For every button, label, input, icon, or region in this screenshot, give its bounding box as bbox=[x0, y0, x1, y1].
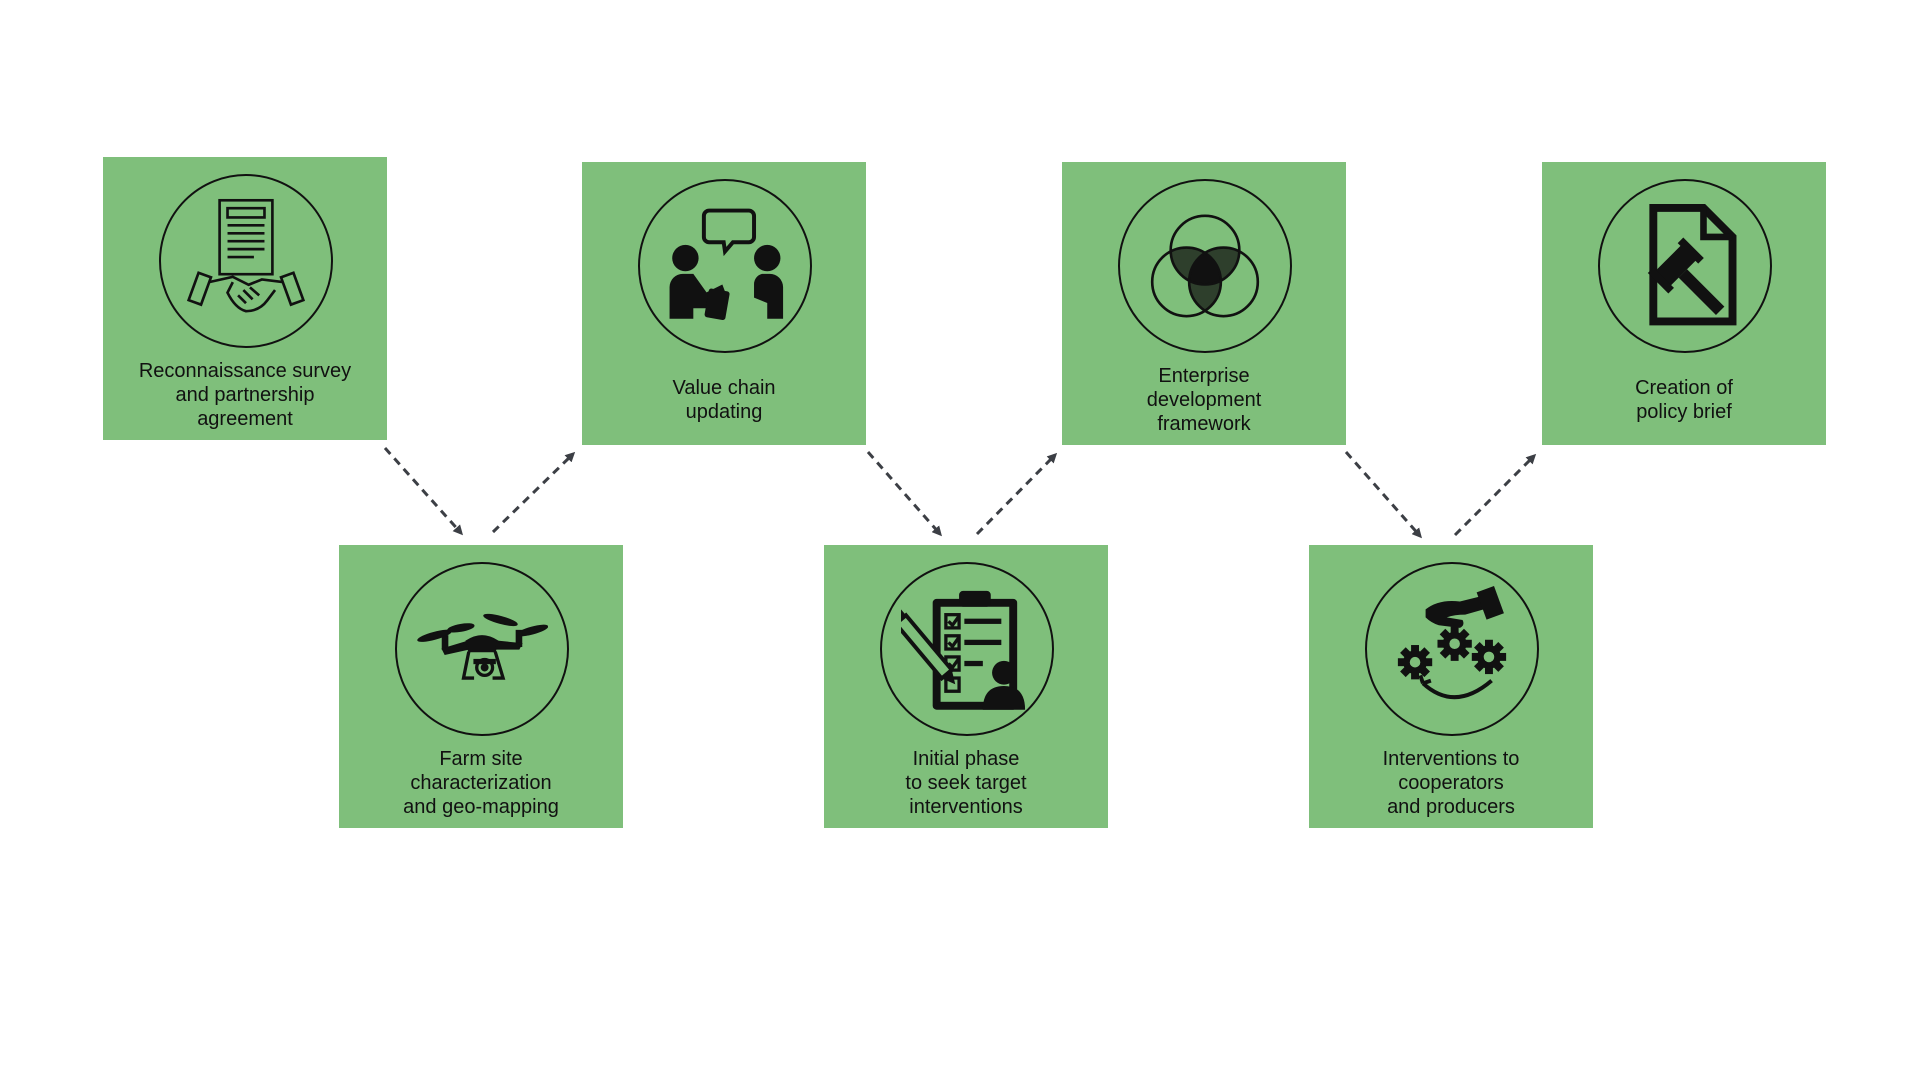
step-label: Value chain updating bbox=[672, 376, 776, 423]
people-dialogue-icon bbox=[669, 208, 784, 320]
icon-circle bbox=[159, 174, 333, 348]
step-label: Initial phase to seek target interventio… bbox=[905, 747, 1027, 818]
venn-diagram-icon bbox=[1150, 214, 1260, 318]
icon-circle bbox=[638, 179, 812, 353]
step-card-value-chain: Value chain updating bbox=[582, 162, 866, 445]
hand-gears-icon bbox=[1397, 585, 1507, 700]
arrow-step2-to-step3 bbox=[491, 451, 576, 534]
step-card-initial-phase: Initial phase to seek target interventio… bbox=[824, 545, 1108, 828]
step-label: Creation of policy brief bbox=[1635, 376, 1733, 423]
document-gavel-icon bbox=[1647, 203, 1737, 326]
step-card-enterprise-framework: Enterprise development framework bbox=[1062, 162, 1346, 445]
step-label: Enterprise development framework bbox=[1146, 364, 1262, 435]
step-card-policy-brief: Creation of policy brief bbox=[1542, 162, 1826, 445]
contract-handshake-icon bbox=[186, 198, 306, 313]
step-label: Interventions to cooperators and produce… bbox=[1382, 747, 1520, 818]
icon-circle bbox=[880, 562, 1054, 736]
step-label: Farm site characterization and geo-mappi… bbox=[403, 747, 559, 818]
step-card-interventions: Interventions to cooperators and produce… bbox=[1309, 545, 1593, 828]
arrow-step3-to-step4 bbox=[866, 451, 942, 537]
drone-icon bbox=[417, 613, 548, 680]
icon-circle bbox=[395, 562, 569, 736]
icon-circle bbox=[1365, 562, 1539, 736]
icon-circle bbox=[1598, 179, 1772, 353]
arrow-step5-to-step6 bbox=[1344, 451, 1422, 539]
step-card-reconnaissance: Reconnaissance survey and partnership ag… bbox=[103, 157, 387, 440]
arrow-step4-to-step5 bbox=[975, 452, 1058, 536]
step-label: Reconnaissance survey and partnership ag… bbox=[138, 359, 352, 430]
clipboard-checklist-icon bbox=[901, 590, 1026, 710]
arrow-step6-to-step7 bbox=[1453, 453, 1537, 537]
step-card-farm-site: Farm site characterization and geo-mappi… bbox=[339, 545, 623, 828]
icon-circle bbox=[1118, 179, 1292, 353]
arrow-step1-to-step2 bbox=[383, 447, 463, 536]
